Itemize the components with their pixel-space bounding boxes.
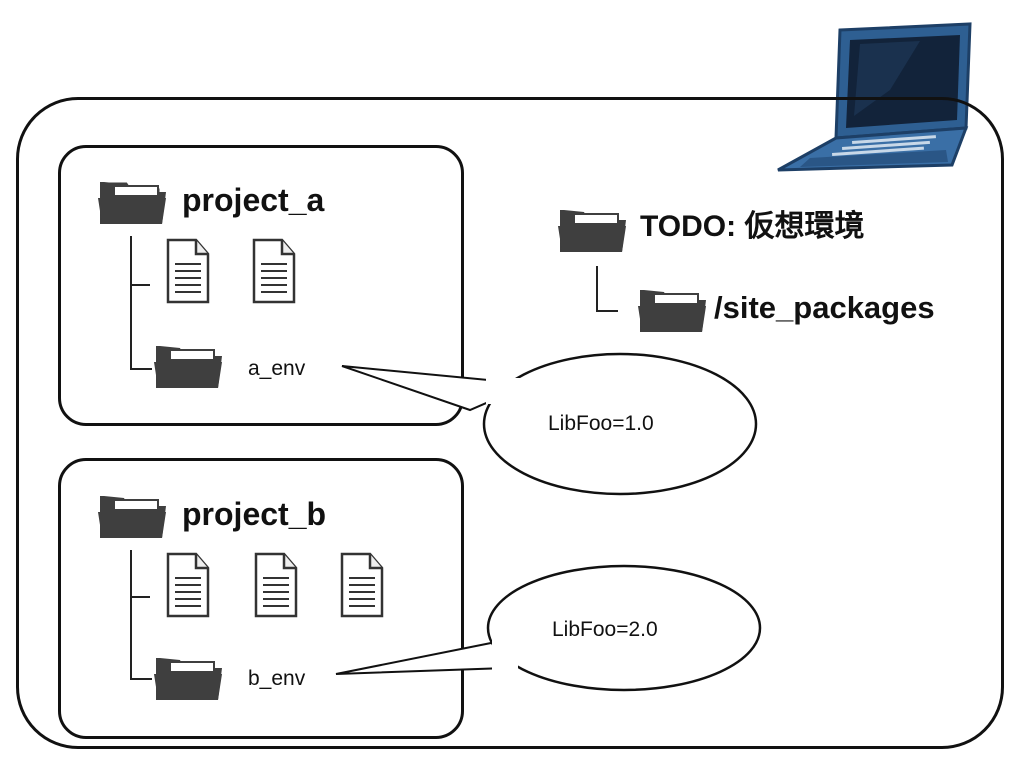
project-b-box [58, 458, 464, 739]
project-a-title: project_a [182, 182, 325, 218]
folder-icon [154, 346, 222, 388]
todo-label: TODO: 仮想環境 [640, 210, 865, 243]
document-icon [340, 552, 384, 618]
folder-icon [638, 290, 706, 332]
project-b-file-branch [130, 550, 150, 598]
folder-icon [558, 210, 626, 252]
document-icon [166, 552, 210, 618]
project-a-tree-line [130, 236, 152, 370]
project-b-title: project_b [182, 496, 327, 532]
folder-icon [154, 658, 222, 700]
project-a-file-branch [130, 236, 150, 286]
callout-b-text: LibFoo=2.0 [552, 618, 658, 641]
document-icon [252, 238, 296, 304]
callout-a [341, 352, 758, 496]
document-icon [166, 238, 210, 304]
callout-b [335, 564, 762, 692]
document-icon [254, 552, 298, 618]
folder-icon [98, 182, 166, 224]
project-b-tree-line [130, 550, 152, 680]
site-packages-label: /site_packages [714, 290, 935, 325]
todo-tree-line [596, 266, 618, 312]
callout-a-text: LibFoo=1.0 [548, 412, 654, 435]
folder-icon [98, 496, 166, 538]
project-a-box [58, 145, 464, 426]
b-env-label: b_env [248, 667, 306, 690]
outer-frame [16, 97, 1004, 749]
a-env-label: a_env [248, 357, 306, 380]
